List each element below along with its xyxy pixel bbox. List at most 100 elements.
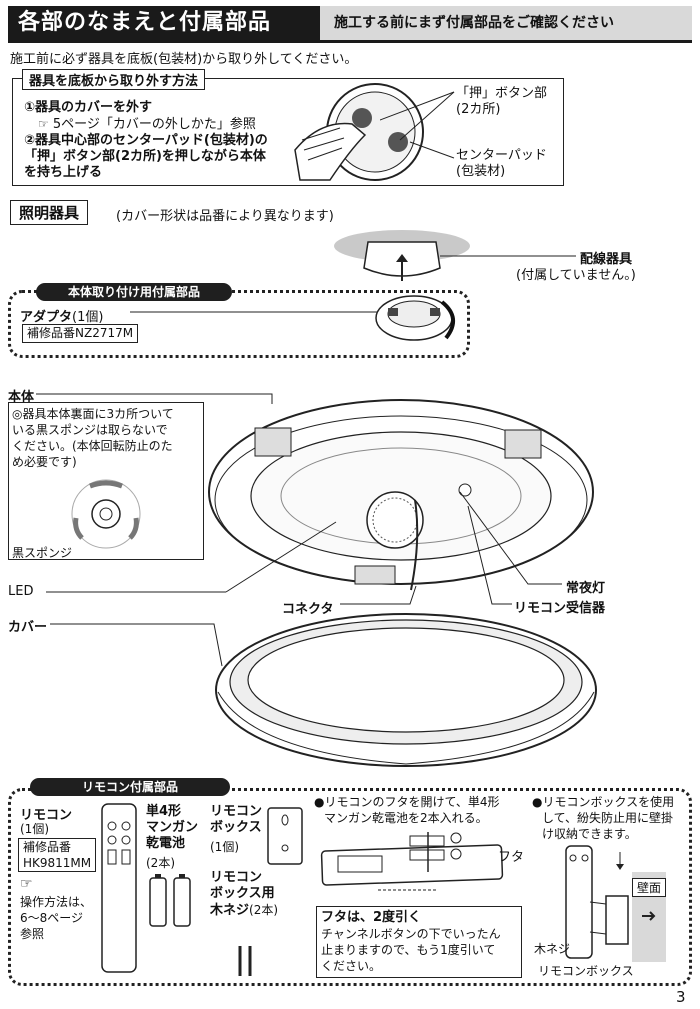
page-title: 各部のなまえと付属部品 (8, 6, 320, 40)
battery-insert-illustration (320, 832, 504, 891)
reference-icon: ☞ (38, 117, 49, 131)
callout-pad-l2: (包装材) (456, 164, 506, 179)
remote-parts-title: リモコン付属部品 (30, 778, 230, 796)
page-number: 3 (676, 988, 686, 1006)
wiring-note: (付属していません。) (516, 268, 636, 283)
adapter-qty: (1個) (72, 310, 104, 325)
body-note-l3: ください。(本体回転防止のた (12, 439, 173, 453)
wall-mount-illustration (565, 845, 666, 962)
lid-note-l2: 止まりますので、もう1度引いて (321, 943, 496, 957)
led-label: LED (8, 584, 34, 599)
screw-label: リモコン ボックス用 木ネジ(2本) (210, 870, 278, 919)
wall-l3: け収納できます。 (542, 827, 637, 841)
lid-note-title: フタは、2度引く (321, 910, 422, 925)
remote-parts-box (8, 788, 692, 986)
page-subtitle: 施工する前にまず付属部品をご確認ください (320, 6, 692, 40)
body-label: 本体 (8, 390, 35, 405)
screw-l2: ボックス用 (210, 886, 275, 901)
wall-l2: して、紛失防止用に壁掛 (542, 811, 674, 825)
ops-reference: 操作方法は、 6〜8ページ 参照 (20, 894, 92, 942)
adapter-name: アダプタ (20, 310, 73, 325)
remote-part-number: 補修品番 HK9811MM (18, 838, 97, 872)
nightlight-receiver-leader (459, 491, 562, 605)
battery-l3: 乾電池 (146, 836, 186, 851)
box-label: リモコン ボックス (210, 804, 262, 836)
wall-l1: ●リモコンボックスを使用 (532, 795, 675, 809)
ops-l1: 操作方法は、 (20, 895, 93, 909)
removal-illustration (294, 83, 424, 181)
box-qty: (1個) (210, 840, 239, 854)
remote-part-l1: 補修品番 (23, 840, 72, 854)
remote-illustration (101, 803, 137, 973)
led-leader (46, 521, 337, 593)
sponge-note-box (8, 402, 204, 560)
receiver-label: リモコン受信器 (514, 601, 606, 616)
fixture-note: (カバー形状は品番により異なります) (116, 209, 334, 224)
removal-title: 器具を底板から取り外す方法 (22, 69, 206, 90)
adapter-leader (130, 311, 378, 313)
removal-box (12, 78, 564, 186)
adapter-label: アダプタ(1個) (20, 306, 103, 325)
box-l1: リモコン (210, 804, 263, 819)
insert-l2: マンガン乾電池を2本入れる。 (324, 811, 488, 825)
body-note-l1: ◎器具本体裏面に3カ所ついて (12, 407, 174, 421)
wall-label: 壁面 (632, 878, 667, 897)
remote-name: リモコン (20, 808, 73, 823)
callout-pad: センターパッド (包装材) (456, 148, 547, 180)
wiring-label: 配線器具 (580, 252, 633, 267)
header-rule (8, 40, 692, 43)
mount-parts-title: 本体取り付け用付属部品 (36, 283, 232, 301)
removal-callout-lines (380, 91, 455, 159)
adapter-illustration (375, 295, 455, 341)
wall-mount-text: ●リモコンボックスを使用 して、紛失防止用に壁掛 け収納できます。 (532, 794, 674, 842)
screw-l1: リモコン (210, 870, 263, 885)
step1-ref-text: 5ページ「カバーの外しかた」参照 (52, 117, 256, 132)
step1-text: ①器具のカバーを外す (24, 100, 153, 115)
lid-label: フタ (498, 850, 525, 865)
step2-line1: ②器具中心部のセンターパッド(包装材)の (24, 133, 268, 148)
box-l2: ボックス (210, 820, 262, 835)
connector-leader (340, 585, 417, 605)
step2-line3: を持ち上げる (24, 165, 103, 180)
screw-l3: 木ネジ (210, 903, 250, 918)
wood-screw-label: 木ネジ (534, 942, 571, 956)
wiring-leader (440, 255, 576, 257)
remote-qty: (1個) (20, 822, 49, 836)
battery-qty: (2本) (146, 856, 175, 870)
sponge-label: 黒スポンジ (12, 546, 73, 560)
cover-leader (50, 623, 223, 667)
nightlight-label: 常夜灯 (566, 581, 606, 596)
battery-illustration (149, 874, 191, 927)
cover-illustration (215, 613, 597, 767)
body-note-l2: いる黒スポンジは取らないで (12, 423, 168, 437)
intro-text: 施工前に必ず器具を底板(包装材)から取り外してください。 (10, 52, 358, 67)
callout-push: 「押」ボタン部 (2カ所) (456, 86, 547, 118)
step1-ref: ☞ 5ページ「カバーの外しかた」参照 (38, 113, 256, 132)
adapter-part-number: 補修品番NZ2717M (22, 324, 139, 343)
battery-label: 単4形 マンガン 乾電池 (146, 804, 198, 852)
remote-part-l2: HK9811MM (23, 856, 92, 870)
body-note: ◎器具本体裏面に3カ所ついて いる黒スポンジは取らないで ください。(本体回転防… (12, 406, 174, 470)
battery-insert-text: ●リモコンのフタを開けて、単4形 マンガン乾電池を2本入れる。 (314, 794, 500, 826)
body-leader (36, 393, 273, 404)
lid-note-l3: ください。 (321, 959, 382, 973)
insert-l1: ●リモコンのフタを開けて、単4形 (314, 795, 500, 809)
screw-illustration (238, 946, 252, 976)
body-note-l4: め必要です) (12, 455, 77, 469)
reference-icon: ☞ (20, 876, 33, 892)
step2-text: ②器具中心部のセンターパッド(包装材)の 「押」ボタン部(2カ所)を押しながら本… (24, 133, 268, 181)
connector-label: コネクタ (282, 602, 334, 617)
callout-push-l2: (2カ所) (456, 102, 501, 117)
cover-label: カバー (8, 620, 48, 635)
fixture-title: 照明器具 (10, 200, 89, 225)
step2-line2: 「押」ボタン部(2カ所)を押しながら本体 (24, 149, 266, 164)
callout-pad-l1: センターパッド (456, 148, 547, 163)
remote-box-label: リモコンボックス (538, 964, 634, 978)
screw-qty: (2本) (249, 903, 279, 917)
lid-note-box: フタは、2度引く チャンネルボタンの下でいったん 止まりますので、もう1度引いて… (316, 906, 522, 978)
ops-l2: 6〜8ページ (20, 911, 84, 925)
lid-note-l1: チャンネルボタンの下でいったん (321, 927, 501, 941)
mount-parts-box (8, 290, 470, 358)
callout-push-l1: 「押」ボタン部 (456, 86, 548, 101)
battery-l1: 単4形 (146, 804, 182, 819)
